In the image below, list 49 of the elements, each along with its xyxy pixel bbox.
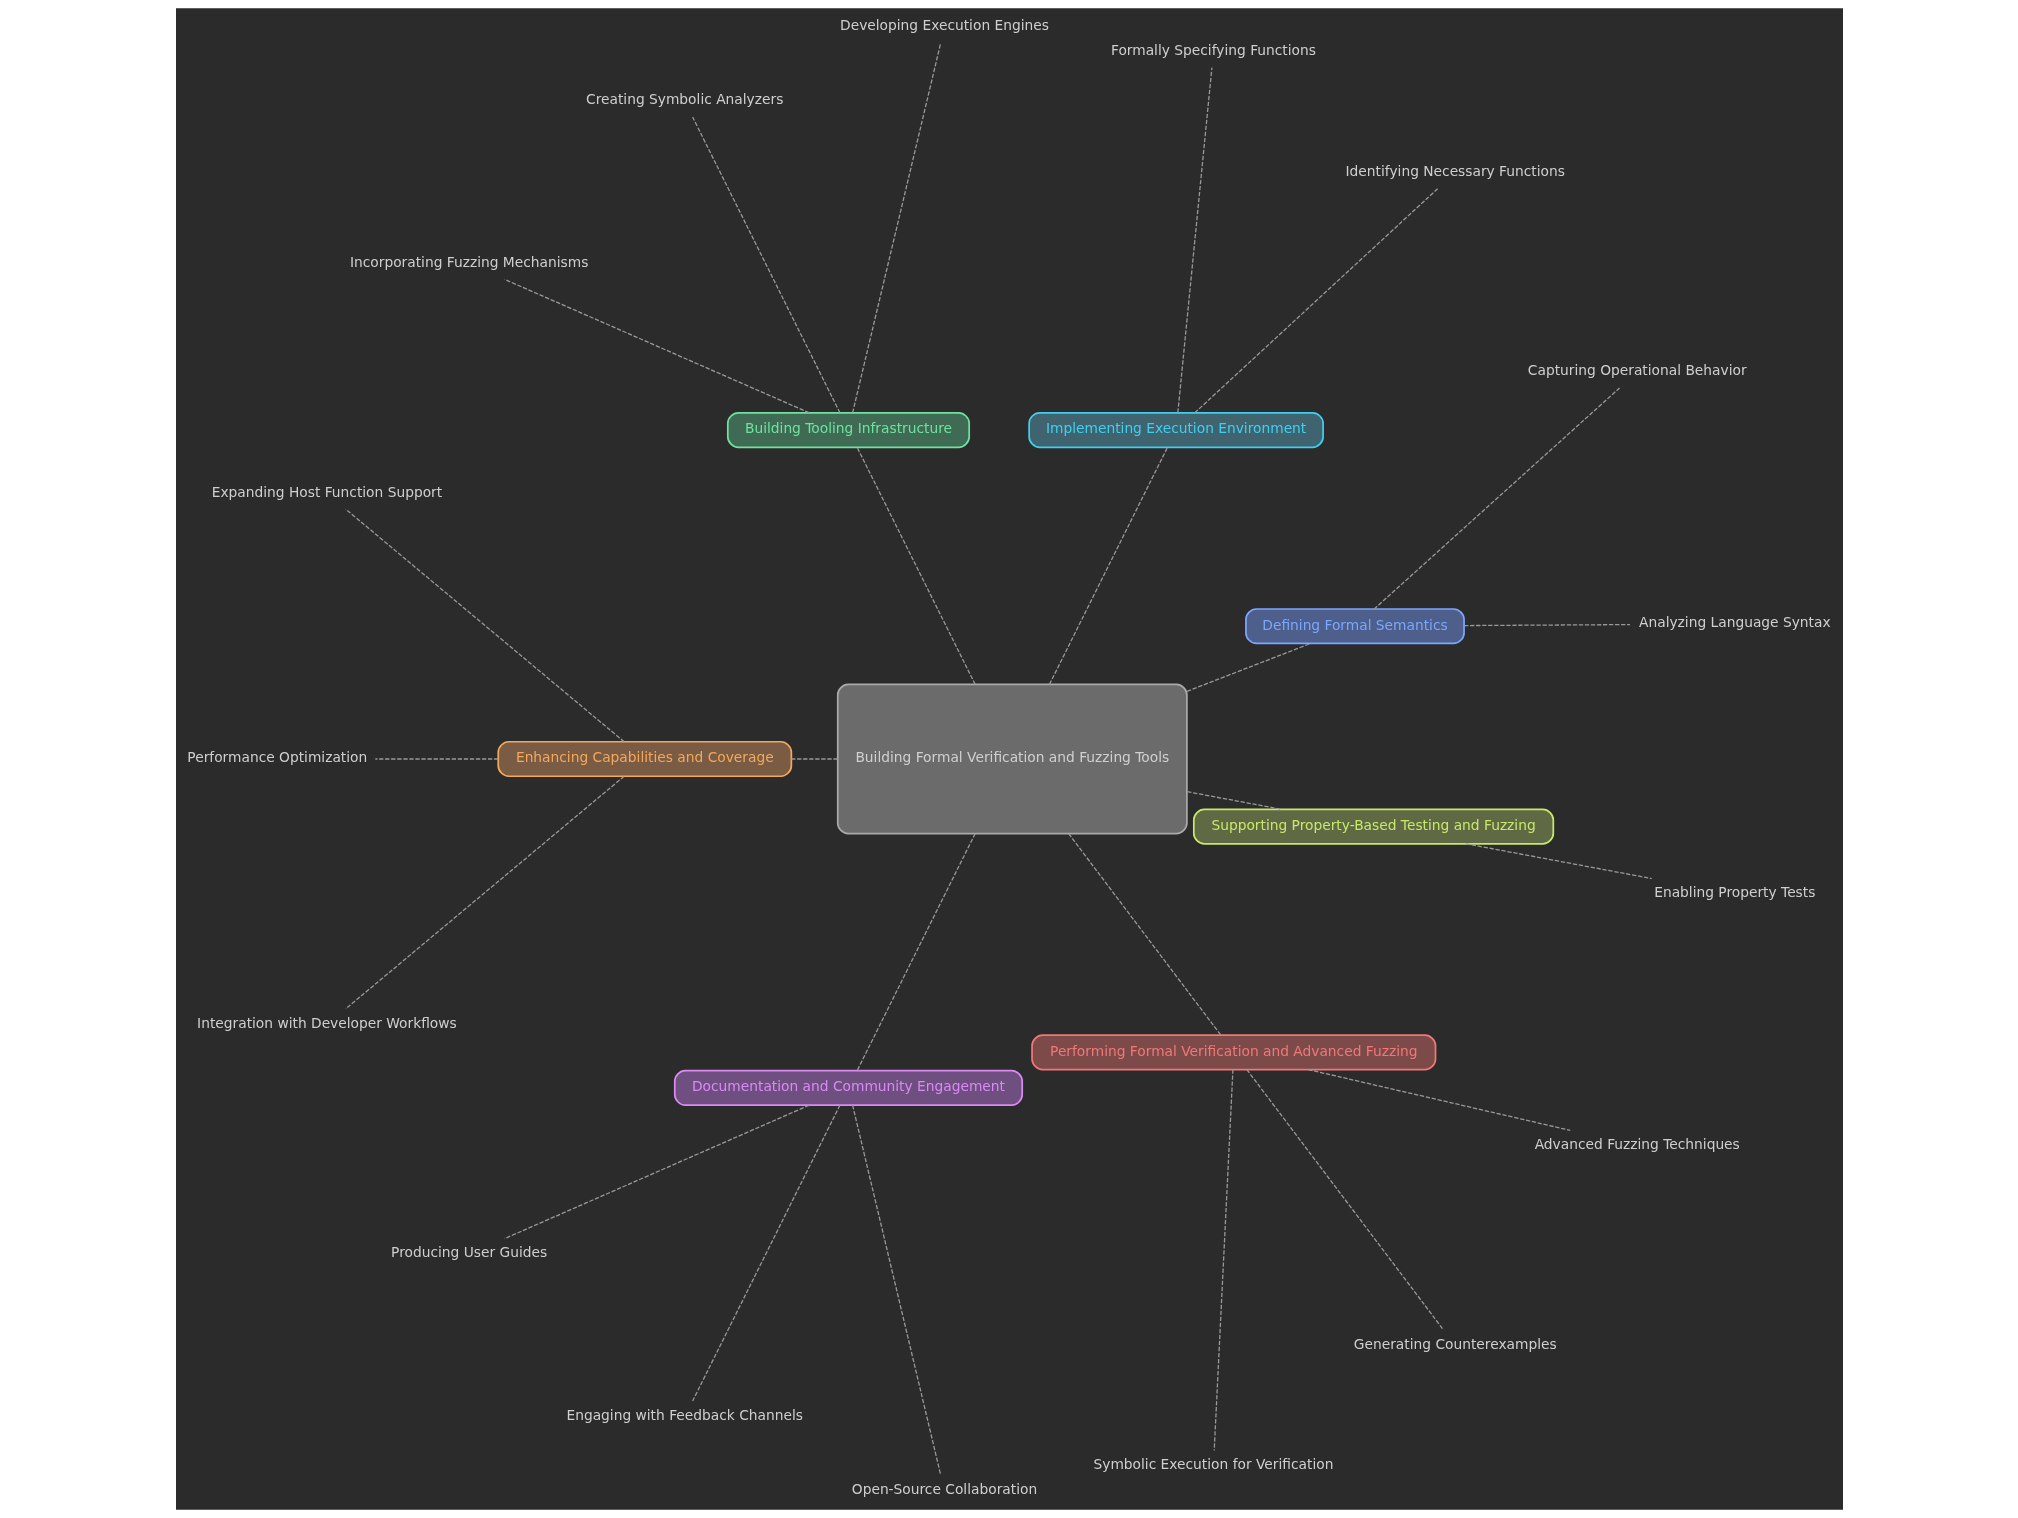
connector	[856, 446, 976, 685]
connector	[344, 775, 625, 1010]
connector	[1176, 67, 1213, 414]
node-box: Supporting Property-Based Testing and Fuzzing	[1192, 808, 1554, 845]
node-text: Developing Execution Engines	[839, 17, 1049, 34]
node-text: Formally Specifying Functions	[1110, 42, 1316, 59]
node-text: Open-Source Collaboration	[851, 1481, 1037, 1498]
node-text: Incorporating Fuzzing Mechanisms	[349, 254, 588, 271]
connector	[691, 116, 840, 414]
connector	[691, 1104, 840, 1402]
connector	[1464, 843, 1652, 880]
node-text: Expanding Host Function Support	[211, 483, 442, 500]
connector	[790, 758, 838, 760]
connector	[1373, 387, 1620, 610]
node-box: Enhancing Capabilities and Coverage	[496, 740, 792, 778]
node-box: Defining Formal Semantics	[1244, 608, 1465, 645]
connector	[374, 758, 499, 760]
connector	[851, 42, 941, 414]
node-text: Engaging with Feedback Channels	[565, 1407, 803, 1424]
node-text: Performance Optimization	[186, 749, 367, 766]
connector	[503, 1104, 810, 1240]
connector	[503, 278, 810, 414]
node-text: Generating Counterexamples	[1353, 1335, 1557, 1352]
node-text: Producing User Guides	[390, 1244, 547, 1261]
connector	[344, 508, 625, 743]
node-text: Integration with Developer Workflows	[196, 1014, 457, 1031]
node-text: Creating Symbolic Analyzers	[585, 91, 783, 108]
node-text: Symbolic Execution for Verification	[1093, 1456, 1333, 1473]
node-box: Documentation and Community Engagement	[673, 1069, 1023, 1107]
node-text: Advanced Fuzzing Techniques	[1534, 1136, 1740, 1153]
node-box: Building Tooling Infrastructure	[726, 411, 970, 449]
connector	[1462, 623, 1631, 627]
node-box: Performing Formal Verification and Advanced Fuzzing	[1030, 1034, 1436, 1071]
node-box: Building Formal Verification and Fuzzing Tools	[836, 683, 1188, 835]
node-text: Analyzing Language Syntax	[1638, 614, 1831, 631]
connector	[1213, 1068, 1234, 1452]
connector	[1185, 642, 1311, 692]
node-text: Capturing Operational Behavior	[1527, 362, 1747, 379]
connector	[1185, 791, 1282, 810]
connector	[851, 1104, 941, 1476]
connector	[1245, 1069, 1444, 1331]
connector	[1193, 187, 1439, 414]
connector	[1307, 1068, 1571, 1132]
connector	[1067, 833, 1221, 1036]
node-text: Enabling Property Tests	[1653, 884, 1815, 901]
node-text: Identifying Necessary Functions	[1345, 162, 1565, 179]
connector	[1048, 446, 1168, 685]
node-box: Implementing Execution Environment	[1027, 411, 1324, 449]
connector	[856, 833, 976, 1072]
